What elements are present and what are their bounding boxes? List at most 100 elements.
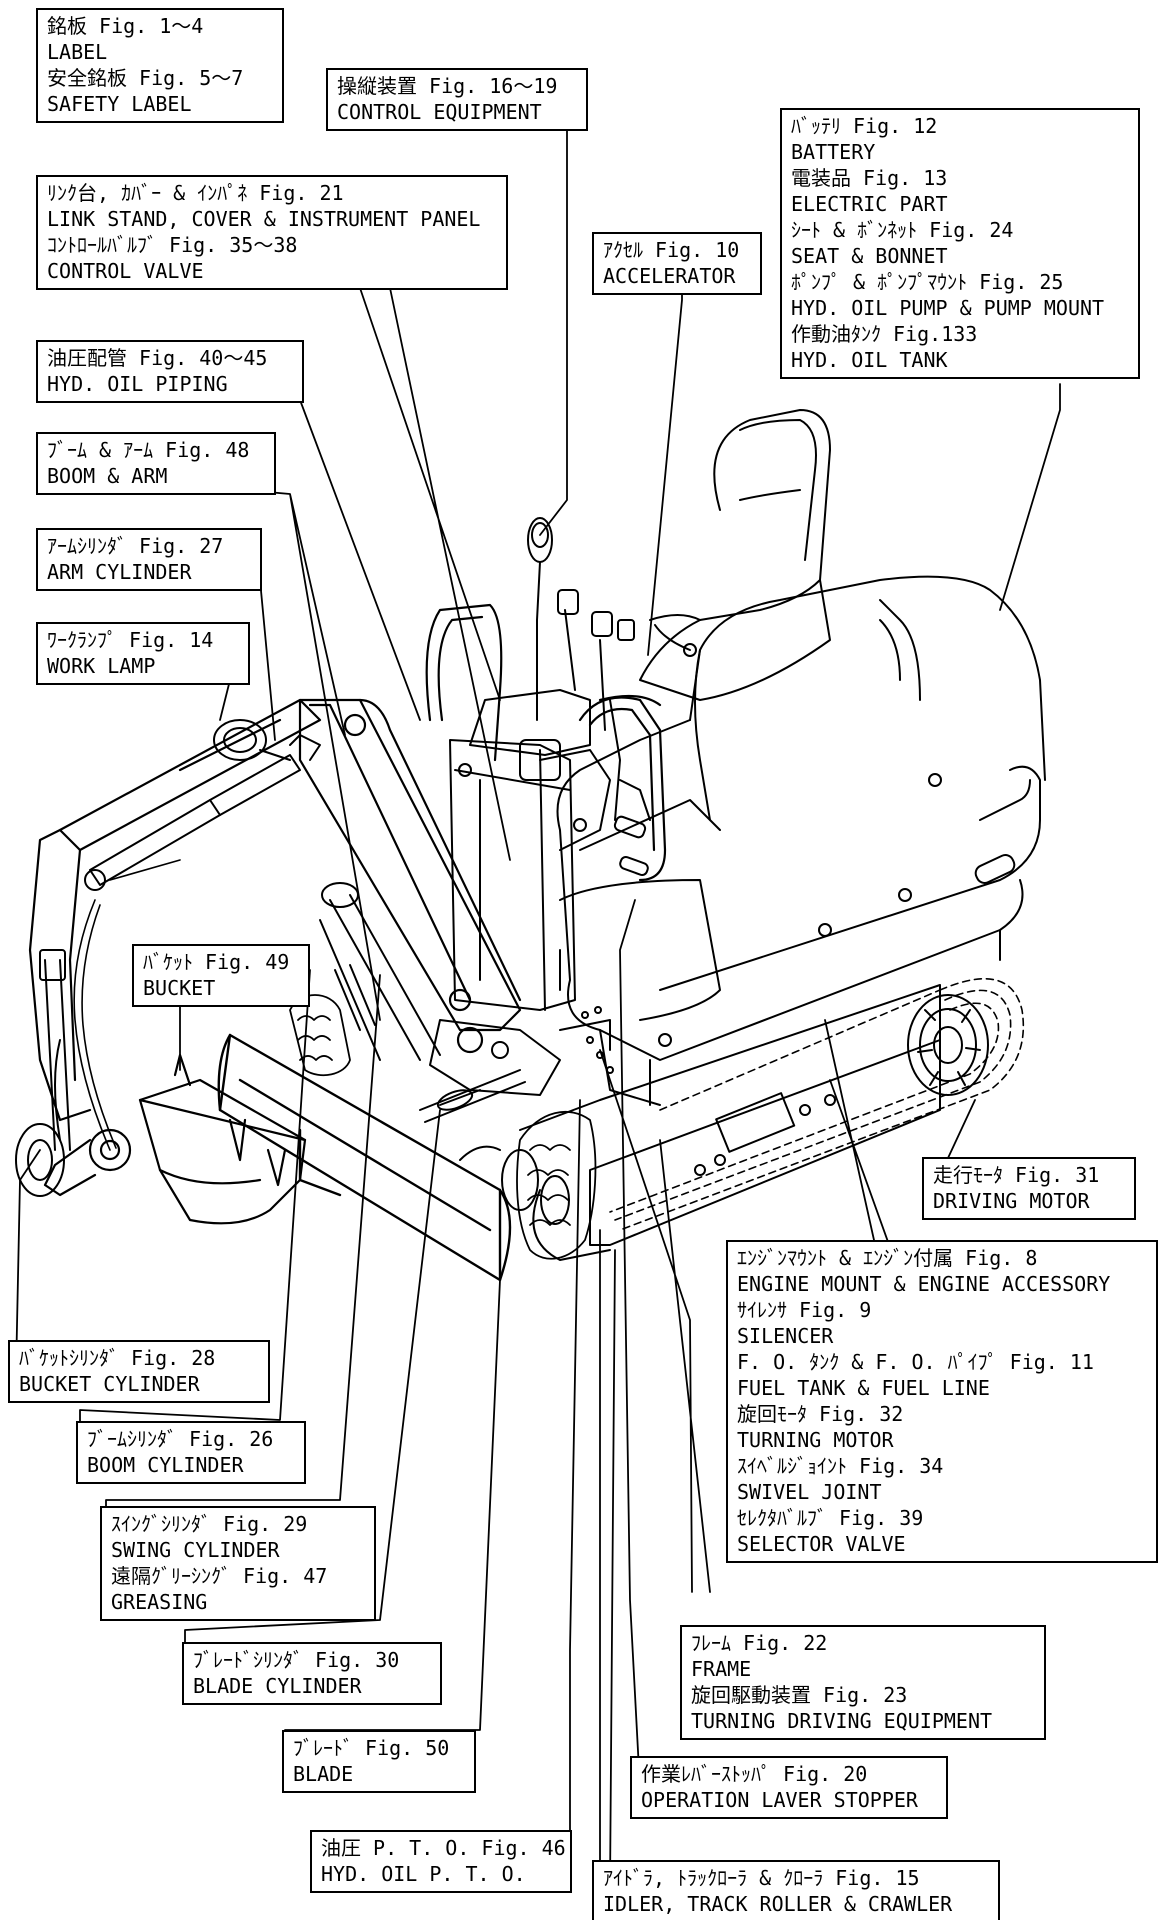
boom-arm-en: BOOM & ARM bbox=[47, 464, 168, 488]
label-box-control-equipment: 操縦装置 Fig. 16～19 CONTROL EQUIPMENT bbox=[326, 68, 588, 131]
label-box-battery-group: ﾊﾞｯﾃﾘ Fig. 12 BATTERY 電装品 Fig. 13 ELECTR… bbox=[780, 108, 1140, 379]
bucket-cylinder bbox=[39, 949, 71, 1151]
link-stand-jp: ﾘﾝｸ台, ｶﾊﾞｰ & ｲﾝﾊﾟﾈ Fig. 21 bbox=[47, 181, 344, 205]
blade-cylinder-jp: ﾌﾞﾚｰﾄﾞｼﾘﾝﾀﾞ Fig. 30 bbox=[193, 1648, 400, 1672]
swing-bracket bbox=[429, 1006, 614, 1096]
label-box-frame: ﾌﾚｰﾑ Fig. 22 FRAME 旋回駆動装置 Fig. 23 TURNIN… bbox=[680, 1625, 1046, 1740]
label-box-work-lamp: ﾜｰｸﾗﾝﾌﾟ Fig. 14 WORK LAMP bbox=[36, 622, 250, 685]
silencer-jp: ｻｲﾚﾝｻ Fig. 9 bbox=[737, 1298, 872, 1322]
pto-jp: 油圧 P. T. O. Fig. 46 bbox=[321, 1836, 566, 1860]
driving-motor-jp: 走行ﾓｰﾀ Fig. 31 bbox=[933, 1163, 1100, 1187]
pump-mount-jp: ﾎﾟﾝﾌﾟ & ﾎﾟﾝﾌﾟﾏｳﾝﾄ Fig. 25 bbox=[791, 270, 1064, 294]
label-box-idler: ｱｲﾄﾞﾗ, ﾄﾗｯｸﾛｰﾗ & ｸﾛｰﾗ Fig. 15 IDLER, TRA… bbox=[592, 1860, 1000, 1920]
engine-mount-en: ENGINE MOUNT & ENGINE ACCESSORY bbox=[737, 1272, 1111, 1296]
control-console bbox=[449, 689, 611, 1011]
idler-left bbox=[15, 1123, 65, 1197]
idler-jp: ｱｲﾄﾞﾗ, ﾄﾗｯｸﾛｰﾗ & ｸﾛｰﾗ Fig. 15 bbox=[603, 1866, 920, 1890]
swing-cylinder-en: SWING CYLINDER bbox=[111, 1538, 280, 1562]
engine-bonnet bbox=[658, 575, 1046, 1047]
frame-en: FRAME bbox=[691, 1657, 752, 1681]
hydraulic-hose bbox=[73, 859, 181, 1151]
work-lamp-jp: ﾜｰｸﾗﾝﾌﾟ Fig. 14 bbox=[47, 628, 214, 652]
link-stand-en: LINK STAND, COVER & INSTRUMENT PANEL bbox=[47, 207, 481, 231]
bucket-en: BUCKET bbox=[143, 976, 216, 1000]
turning-driving-en: TURNING DRIVING EQUIPMENT bbox=[691, 1709, 993, 1733]
electric-part-en: ELECTRIC PART bbox=[791, 192, 948, 216]
arm-cylinder bbox=[84, 734, 321, 891]
seat-bonnet-en: SEAT & BONNET bbox=[791, 244, 948, 268]
pump-mount-en: HYD. OIL PUMP & PUMP MOUNT bbox=[791, 296, 1105, 320]
work-lamp-en: WORK LAMP bbox=[47, 654, 156, 678]
driving-motor-en: DRIVING MOTOR bbox=[933, 1189, 1090, 1213]
label-box-blade: ﾌﾞﾚｰﾄﾞ Fig. 50 BLADE bbox=[282, 1730, 476, 1793]
label-box-boom-cylinder: ﾌﾞｰﾑｼﾘﾝﾀﾞ Fig. 26 BOOM CYLINDER bbox=[76, 1421, 306, 1484]
label-box-bucket-cylinder: ﾊﾞｹｯﾄｼﾘﾝﾀﾞ Fig. 28 BUCKET CYLINDER bbox=[8, 1340, 270, 1403]
bucket-cylinder-en: BUCKET CYLINDER bbox=[19, 1372, 200, 1396]
blade-cylinder-en: BLADE CYLINDER bbox=[193, 1674, 362, 1698]
work-lamp bbox=[213, 719, 291, 761]
oil-piping-en: HYD. OIL PIPING bbox=[47, 372, 228, 396]
blade-en: BLADE bbox=[293, 1762, 354, 1786]
track-frame bbox=[519, 984, 941, 1261]
greasing-en: GREASING bbox=[111, 1590, 208, 1614]
stopper-jp: 作業ﾚﾊﾞｰｽﾄｯﾊﾟ Fig. 20 bbox=[641, 1762, 868, 1786]
excavator-illustration bbox=[15, 409, 1046, 1282]
arm-cylinder-jp: ｱｰﾑｼﾘﾝﾀﾞ Fig. 27 bbox=[47, 534, 224, 558]
bucket bbox=[43, 1053, 307, 1225]
bucket-jp: ﾊﾞｹｯﾄ Fig. 49 bbox=[143, 950, 290, 974]
label-box-swing-cylinder: ｽｲﾝｸﾞｼﾘﾝﾀﾞ Fig. 29 SWING CYLINDER 遠隔ｸﾞﾘｰ… bbox=[100, 1506, 376, 1621]
fuel-tank-jp: F. O. ﾀﾝｸ & F. O. ﾊﾟｲﾌﾟ Fig. 11 bbox=[737, 1350, 1094, 1374]
fuel-tank-en: FUEL TANK & FUEL LINE bbox=[737, 1376, 990, 1400]
idler-en: IDLER, TRACK ROLLER & CRAWLER bbox=[603, 1892, 953, 1916]
arm bbox=[28, 698, 322, 1122]
safety-label-jp: 安全銘板 Fig. 5～7 bbox=[47, 66, 244, 90]
turning-driving-jp: 旋回駆動装置 Fig. 23 bbox=[691, 1683, 908, 1707]
guard-rails bbox=[425, 603, 667, 882]
label-box-labels: 銘板 Fig. 1～4 LABEL 安全銘板 Fig. 5～7 SAFETY L… bbox=[36, 8, 284, 123]
crawler-dashed-outline bbox=[609, 977, 1025, 1231]
stopper-en: OPERATION LAVER STOPPER bbox=[641, 1788, 918, 1812]
oil-tank-en: HYD. OIL TANK bbox=[791, 348, 948, 372]
label-box-stopper: 作業ﾚﾊﾞｰｽﾄｯﾊﾟ Fig. 20 OPERATION LAVER STOP… bbox=[630, 1756, 948, 1819]
boom-cylinder bbox=[319, 882, 441, 1061]
label-box-boom-arm: ﾌﾞｰﾑ & ｱｰﾑ Fig. 48 BOOM & ARM bbox=[36, 432, 276, 495]
frame-jp: ﾌﾚｰﾑ Fig. 22 bbox=[691, 1631, 828, 1655]
label-box-link-stand: ﾘﾝｸ台, ｶﾊﾞｰ & ｲﾝﾊﾟﾈ Fig. 21 LINK STAND, C… bbox=[36, 175, 508, 290]
control-levers bbox=[527, 517, 697, 877]
blade bbox=[217, 1033, 512, 1282]
selector-valve-en: SELECTOR VALVE bbox=[737, 1532, 906, 1556]
boom bbox=[298, 698, 522, 1054]
label-box-blade-cylinder: ﾌﾞﾚｰﾄﾞｼﾘﾝﾀﾞ Fig. 30 BLADE CYLINDER bbox=[182, 1642, 442, 1705]
swivel-joint-jp: ｽｲﾍﾞﾙｼﾞｮｲﾝﾄ Fig. 34 bbox=[737, 1454, 944, 1478]
arm-cylinder-en: ARM CYLINDER bbox=[47, 560, 192, 584]
boom-cylinder-jp: ﾌﾞｰﾑｼﾘﾝﾀﾞ Fig. 26 bbox=[87, 1427, 274, 1451]
electric-part-jp: 電装品 Fig. 13 bbox=[791, 166, 948, 190]
driving-motor-sprocket bbox=[907, 994, 989, 1096]
label-box-pto: 油圧 P. T. O. Fig. 46 HYD. OIL P. T. O. bbox=[310, 1830, 572, 1893]
greasing-jp: 遠隔ｸﾞﾘｰｼﾝｸﾞ Fig. 47 bbox=[111, 1564, 328, 1588]
label-box-accelerator: ｱｸｾﾙ Fig. 10 ACCELERATOR bbox=[592, 232, 762, 295]
crawler-chain-front bbox=[289, 994, 597, 1260]
boom-cylinder-en: BOOM CYLINDER bbox=[87, 1453, 244, 1477]
operator-seat bbox=[639, 409, 901, 701]
track-rollers bbox=[459, 1145, 570, 1225]
label-jp: 銘板 Fig. 1～4 bbox=[47, 14, 204, 38]
label-box-oil-piping: 油圧配管 Fig. 40～45 HYD. OIL PIPING bbox=[36, 340, 304, 403]
oil-piping-jp: 油圧配管 Fig. 40～45 bbox=[47, 346, 268, 370]
bucket-cylinder-jp: ﾊﾞｹｯﾄｼﾘﾝﾀﾞ Fig. 28 bbox=[19, 1346, 216, 1370]
pto-en: HYD. OIL P. T. O. bbox=[321, 1862, 526, 1886]
control-equipment-en: CONTROL EQUIPMENT bbox=[337, 100, 542, 124]
safety-label-en: SAFETY LABEL bbox=[47, 92, 192, 116]
swing-cylinder-jp: ｽｲﾝｸﾞｼﾘﾝﾀﾞ Fig. 29 bbox=[111, 1512, 308, 1536]
label-box-driving-motor: 走行ﾓｰﾀ Fig. 31 DRIVING MOTOR bbox=[922, 1157, 1136, 1220]
control-valve-en: CONTROL VALVE bbox=[47, 259, 204, 283]
battery-jp: ﾊﾞｯﾃﾘ Fig. 12 bbox=[791, 114, 938, 138]
swivel-joint-en: SWIVEL JOINT bbox=[737, 1480, 882, 1504]
control-valve-jp: ｺﾝﾄﾛｰﾙﾊﾞﾙﾌﾞ Fig. 35～38 bbox=[47, 233, 298, 257]
battery-en: BATTERY bbox=[791, 140, 876, 164]
blade-cylinder bbox=[419, 1069, 526, 1123]
seat-bonnet-jp: ｼｰﾄ & ﾎﾞﾝﾈｯﾄ Fig. 24 bbox=[791, 218, 1014, 242]
accelerator-en: ACCELERATOR bbox=[603, 264, 736, 288]
